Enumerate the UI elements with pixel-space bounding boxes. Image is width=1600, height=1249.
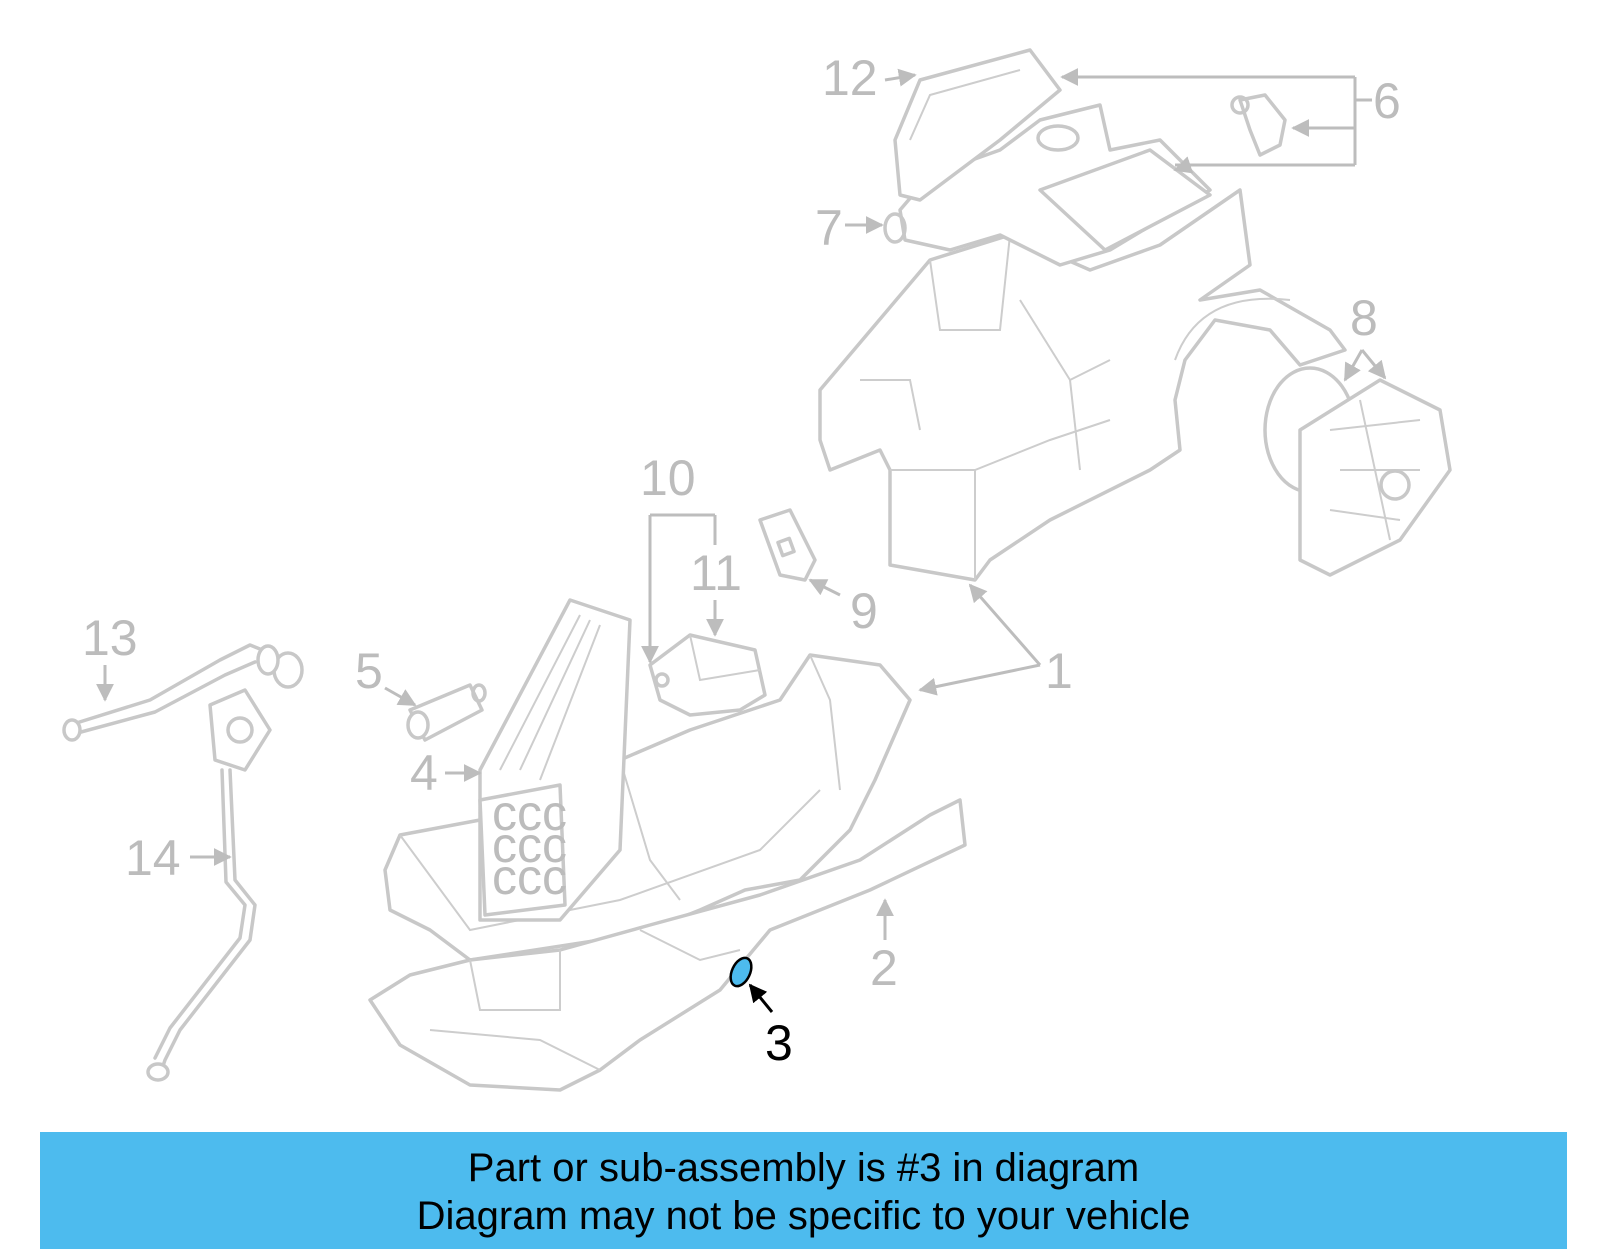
banner-line-1: Part or sub-assembly is #3 in diagram bbox=[467, 1146, 1140, 1190]
callout-8: 8 bbox=[1350, 290, 1378, 346]
part-2-lower-duct bbox=[368, 798, 967, 1092]
evap-marks-3: ccc bbox=[492, 849, 567, 905]
callout-9: 9 bbox=[850, 583, 878, 639]
part-3-highlighted bbox=[729, 956, 753, 988]
callout-10: 10 bbox=[640, 450, 696, 506]
callout-7: 7 bbox=[815, 200, 843, 256]
leader-lines bbox=[96, 68, 1387, 1013]
info-banner: Part or sub-assembly is #3 in diagram Di… bbox=[40, 1132, 1567, 1249]
callout-2: 2 bbox=[870, 940, 898, 996]
part-10-11-actuator bbox=[648, 633, 767, 717]
callout-1: 1 bbox=[1045, 643, 1073, 699]
callout-11: 11 bbox=[690, 545, 742, 601]
banner-line-2: Diagram may not be specific to your vehi… bbox=[416, 1194, 1191, 1238]
part-5-valve bbox=[406, 683, 487, 742]
callout-6: 6 bbox=[1373, 73, 1401, 129]
callout-4: 4 bbox=[410, 745, 438, 801]
callout-12: 12 bbox=[822, 50, 878, 106]
part-13-hose bbox=[62, 643, 304, 742]
evap-marks: ccc bbox=[492, 785, 567, 841]
part-8-blower-motor bbox=[1263, 366, 1452, 577]
callout-3: 3 bbox=[765, 1015, 793, 1071]
part-6-clip bbox=[1230, 93, 1287, 157]
lower-hvac-housing: ccc ccc ccc bbox=[383, 598, 912, 962]
callout-labels: 1 2 3 4 5 6 7 8 9 10 11 12 13 14 bbox=[82, 50, 1401, 1071]
callout-13: 13 bbox=[82, 610, 138, 666]
upper-hvac-housing bbox=[818, 188, 1347, 582]
top-module bbox=[883, 48, 1212, 267]
part-9-resistor bbox=[758, 508, 817, 582]
part-14-line bbox=[146, 688, 272, 1082]
callout-14: 14 bbox=[125, 830, 181, 886]
evap-marks-2: ccc bbox=[492, 817, 567, 873]
callout-5: 5 bbox=[355, 643, 383, 699]
